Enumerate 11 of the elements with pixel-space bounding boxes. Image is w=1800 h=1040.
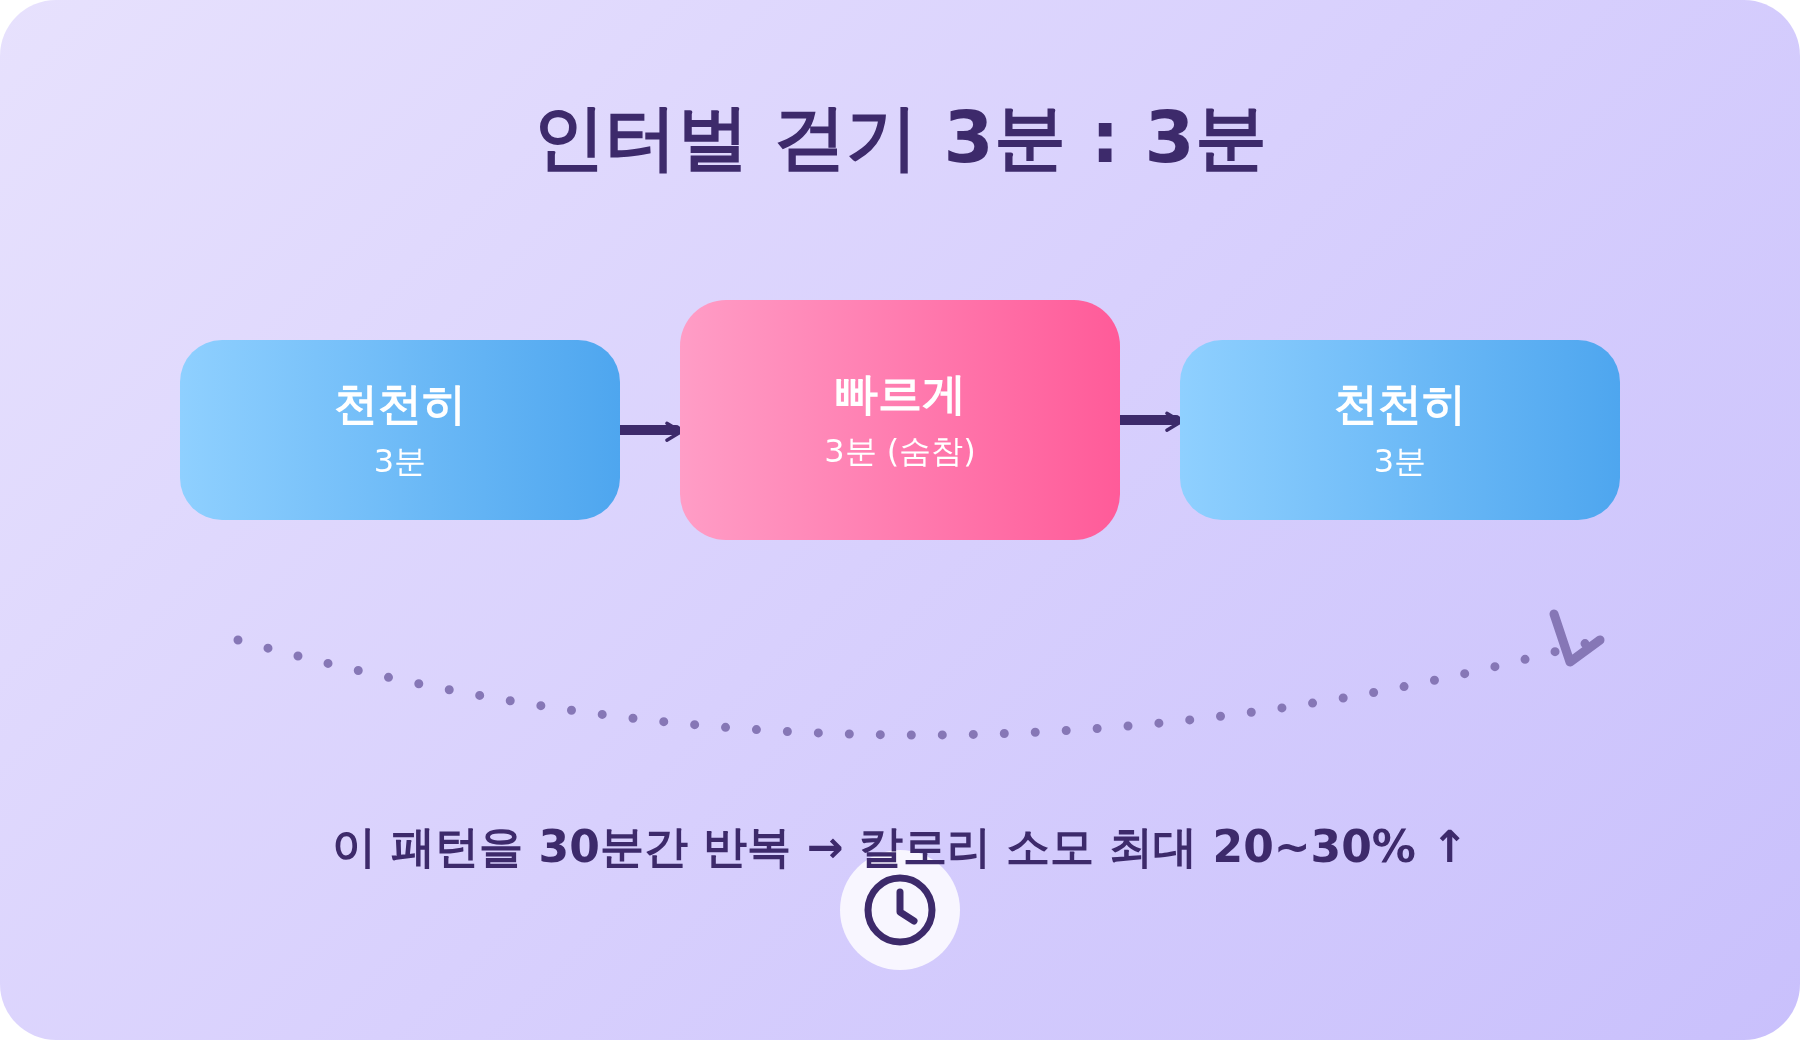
box-heading: 천천히 — [334, 377, 466, 431]
title: 인터벌 걷기 3분 : 3분 — [532, 94, 1268, 181]
box-heading: 천천히 — [1334, 377, 1466, 431]
process-box — [1180, 340, 1620, 520]
box-heading: 빠르게 — [834, 367, 966, 421]
box-subtext: 3분 (숨참) — [824, 430, 976, 472]
summary-text: 이 패턴을 30분간 반복 → 칼로리 소모 최대 20~30% ↑ — [331, 821, 1469, 872]
process-box — [180, 340, 620, 520]
box-subtext: 3분 — [1373, 440, 1427, 482]
box-subtext: 3분 — [373, 440, 427, 482]
process-box — [680, 300, 1120, 540]
